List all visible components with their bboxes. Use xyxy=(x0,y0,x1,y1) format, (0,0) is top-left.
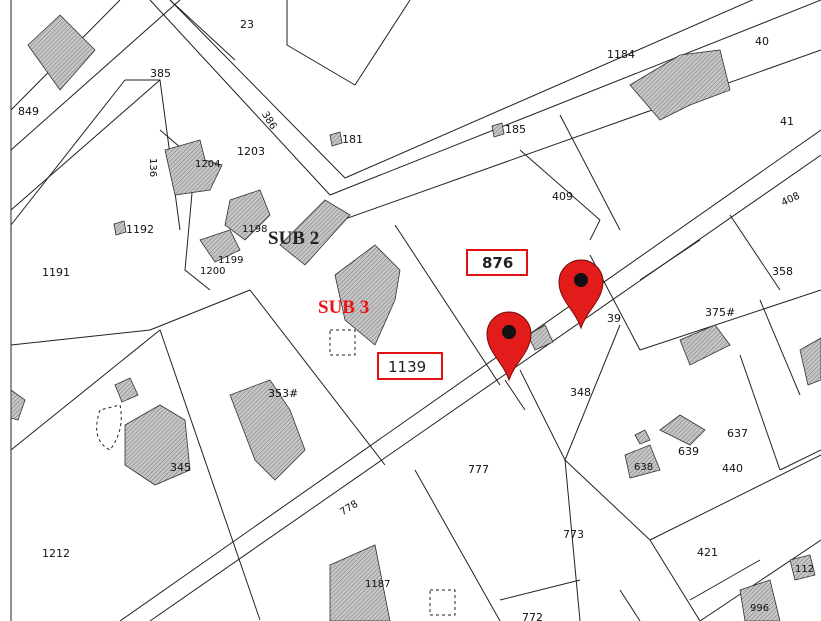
parcel-labels: 23 40 41 385 849 1184 386 181 185 1203 1… xyxy=(18,18,814,621)
parcel-label: 1184 xyxy=(607,48,635,61)
parcel-label: 358 xyxy=(772,265,793,278)
parcel-boundaries xyxy=(10,0,821,621)
parcel-label: 440 xyxy=(722,462,743,475)
parcel-label: 849 xyxy=(18,105,39,118)
parcel-label: 1192 xyxy=(126,223,154,236)
parcel-label: 638 xyxy=(634,462,653,473)
parcel-label: 41 xyxy=(780,115,794,128)
parcel-label: 112 xyxy=(795,564,814,575)
map-pin-icon[interactable] xyxy=(558,259,604,330)
parcel-label: 1191 xyxy=(42,266,70,279)
sub-3-label: SUB 3 xyxy=(318,297,369,318)
map-pin-icon[interactable] xyxy=(486,311,532,382)
parcel-label: 1212 xyxy=(42,547,70,560)
parcel-label: 637 xyxy=(727,427,748,440)
sub-2-label: SUB 2 xyxy=(268,228,319,249)
parcel-label: 136 xyxy=(147,158,158,177)
highlight-1139[interactable]: 1139 xyxy=(377,352,443,380)
buildings xyxy=(10,14,821,621)
parcel-label: 353# xyxy=(268,387,298,400)
parcel-label: 409 xyxy=(552,190,573,203)
parcel-label: 375# xyxy=(705,306,735,319)
highlight-876[interactable]: 876 xyxy=(466,249,528,276)
parcel-label: 639 xyxy=(678,445,699,458)
highlight-1139-label: 1139 xyxy=(388,358,426,376)
parcel-label: 348 xyxy=(570,386,591,399)
parcel-label: 185 xyxy=(505,123,526,136)
parcel-label: 777 xyxy=(468,463,489,476)
parcel-label: 1203 xyxy=(237,145,265,158)
parcel-label: 39 xyxy=(607,312,621,325)
parcel-label: 772 xyxy=(522,611,543,621)
parcel-label: 40 xyxy=(755,35,769,48)
parcel-label: 778 xyxy=(338,499,360,518)
parcel-label: 1204 xyxy=(195,159,220,170)
highlight-876-label: 876 xyxy=(482,254,513,272)
parcel-label: 1200 xyxy=(200,266,225,277)
parcel-label: 1187 xyxy=(365,579,390,590)
parcel-label: 1199 xyxy=(218,255,243,266)
parcel-label: 408 xyxy=(780,191,802,209)
parcel-label: 996 xyxy=(750,603,769,614)
parcel-label: 345 xyxy=(170,461,191,474)
parcel-label: 773 xyxy=(563,528,584,541)
parcel-label: 23 xyxy=(240,18,254,31)
parcel-label: 385 xyxy=(150,67,171,80)
parcel-label: 1198 xyxy=(242,224,267,235)
parcel-label: 181 xyxy=(342,133,363,146)
parcel-label: 421 xyxy=(697,546,718,559)
